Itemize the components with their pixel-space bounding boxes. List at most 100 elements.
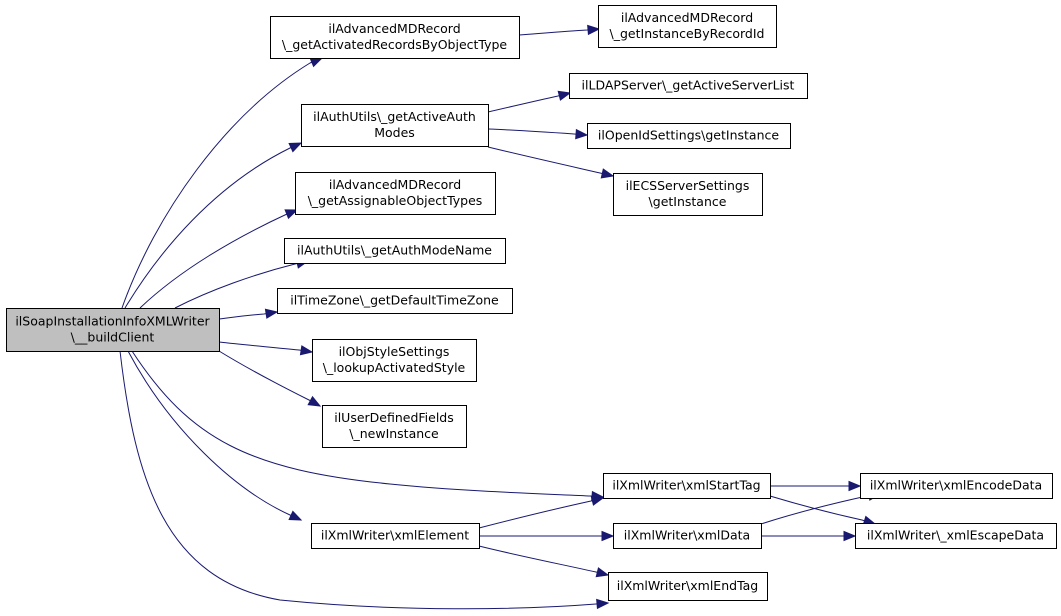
edge-root-to-udf: [218, 350, 322, 407]
arrowhead-icon: [601, 530, 615, 542]
node-ecs[interactable]: ilECSServerSettings\getInstance: [613, 173, 763, 216]
node-label: \__buildClient: [71, 330, 155, 345]
edge-line: [218, 350, 321, 407]
node-root[interactable]: ilSoapInstallationInfoXMLWriter\__buildC…: [6, 308, 220, 352]
node-ldap[interactable]: ilLDAPServer\_getActiveServerList: [569, 73, 808, 99]
arrowhead-icon: [587, 24, 601, 36]
node-box: [301, 104, 489, 147]
node-escapedata[interactable]: ilXmlWriter\_xmlEscapeData: [855, 523, 1057, 549]
edge-element-to-endtag: [478, 545, 610, 578]
node-label: ilTimeZone\_getDefaultTimeZone: [290, 293, 499, 308]
arrowhead-icon: [595, 567, 610, 578]
edge-auth_active-to-ecs: [487, 146, 615, 179]
node-box: [598, 5, 777, 48]
node-amd_instance[interactable]: ilAdvancedMDRecord\_getInstanceByRecordI…: [598, 5, 777, 48]
edge-line: [121, 57, 323, 309]
edge-line: [478, 497, 604, 529]
node-box: [295, 172, 496, 215]
edges-layer: [119, 24, 882, 610]
edge-line: [518, 28, 600, 36]
edge-element-to-xmldata: [479, 530, 615, 542]
arrowhead-icon: [264, 308, 279, 319]
node-box: [603, 473, 771, 499]
edge-auth_active-to-ldap: [487, 90, 572, 113]
node-auth_name[interactable]: ilAuthUtils\_getAuthModeName: [284, 238, 506, 264]
node-box: [284, 238, 506, 264]
arrowhead-icon: [843, 530, 857, 542]
edge-root-to-amd_activated: [121, 57, 324, 309]
arrowhead-icon: [288, 142, 303, 153]
node-xmldata[interactable]: ilXmlWriter\xmlData: [613, 523, 762, 549]
edge-line: [487, 146, 614, 177]
node-endtag[interactable]: ilXmlWriter\xmlEndTag: [608, 572, 768, 601]
node-timezone[interactable]: ilTimeZone\_getDefaultTimeZone: [277, 288, 513, 314]
arrowhead-icon: [307, 395, 322, 407]
node-box: [608, 572, 768, 601]
node-label: ilXmlWriter\xmlEndTag: [617, 578, 758, 593]
arrowhead-icon: [575, 128, 589, 140]
node-label: ilXmlWriter\xmlElement: [321, 528, 469, 543]
edge-root-to-timezone: [218, 308, 279, 320]
node-label: \_getAssignableObjectTypes: [308, 193, 483, 208]
node-label: ilECSServerSettings: [626, 178, 750, 193]
node-label: ilAdvancedMDRecord: [328, 21, 460, 36]
node-label: ilOpenIdSettings\getInstance: [598, 128, 779, 143]
edge-starttag-to-escapedata: [769, 495, 877, 526]
edge-line: [487, 128, 588, 136]
node-label: \getInstance: [649, 194, 727, 209]
node-openid[interactable]: ilOpenIdSettings\getInstance: [587, 123, 791, 149]
node-label: ilObjStyleSettings: [339, 344, 450, 359]
node-label: ilXmlWriter\_xmlEscapeData: [867, 528, 1044, 543]
node-label: \_getActivatedRecordsByObjectType: [282, 37, 508, 52]
edge-line: [131, 350, 604, 498]
node-label: Modes: [374, 125, 415, 140]
node-box: [613, 173, 763, 216]
edge-root-to-objstyle: [218, 341, 314, 356]
node-encodedata[interactable]: ilXmlWriter\xmlEncodeData: [860, 473, 1053, 499]
node-amd_activated[interactable]: ilAdvancedMDRecord\_getActivatedRecordsB…: [270, 16, 520, 59]
edge-root-to-auth_active: [124, 142, 303, 309]
edge-root-to-endtag: [119, 350, 610, 610]
edge-amd_activated-to-amd_instance: [518, 24, 601, 36]
arrowhead-icon: [299, 345, 314, 356]
arrowhead-icon: [557, 90, 572, 101]
edge-starttag-to-encodedata: [770, 480, 862, 492]
node-box: [855, 523, 1057, 549]
edge-root-to-amd_assignable: [139, 209, 299, 309]
node-amd_assignable[interactable]: ilAdvancedMDRecord\_getAssignableObjectT…: [295, 172, 496, 215]
edge-line: [218, 341, 313, 353]
node-box: [277, 288, 513, 314]
node-starttag[interactable]: ilXmlWriter\xmlStartTag: [603, 473, 771, 499]
edge-element-to-starttag: [478, 495, 605, 529]
node-element[interactable]: ilXmlWriter\xmlElement: [311, 523, 480, 549]
node-udf[interactable]: ilUserDefinedFields\_newInstance: [322, 405, 467, 448]
arrowhead-icon: [284, 209, 299, 220]
edge-line: [218, 311, 278, 320]
edge-line: [487, 92, 571, 113]
node-box: [6, 308, 220, 352]
node-box: [322, 405, 467, 448]
node-label: \_newInstance: [349, 426, 439, 441]
edge-auth_active-to-openid: [487, 128, 589, 140]
edge-line: [139, 209, 298, 309]
node-label: ilSoapInstallationInfoXMLWriter: [15, 314, 210, 329]
node-label: \_getInstanceByRecordId: [610, 26, 765, 41]
node-box: [270, 16, 520, 59]
nodes-layer: ilSoapInstallationInfoXMLWriter\__buildC…: [6, 5, 1057, 601]
arrowhead-icon: [596, 598, 610, 610]
node-objstyle[interactable]: ilObjStyleSettings\_lookupActivatedStyle: [312, 339, 477, 382]
edge-line: [127, 350, 302, 521]
node-box: [569, 73, 808, 99]
node-box: [587, 123, 791, 149]
node-box: [311, 523, 480, 549]
arrowhead-icon: [288, 510, 303, 521]
edge-line: [478, 545, 609, 576]
node-label: \_lookupActivatedStyle: [323, 360, 466, 375]
node-label: ilXmlWriter\xmlStartTag: [612, 478, 760, 493]
edge-line: [119, 350, 609, 610]
arrowhead-icon: [309, 57, 324, 68]
arrowhead-icon: [590, 495, 605, 506]
node-box: [860, 473, 1053, 499]
